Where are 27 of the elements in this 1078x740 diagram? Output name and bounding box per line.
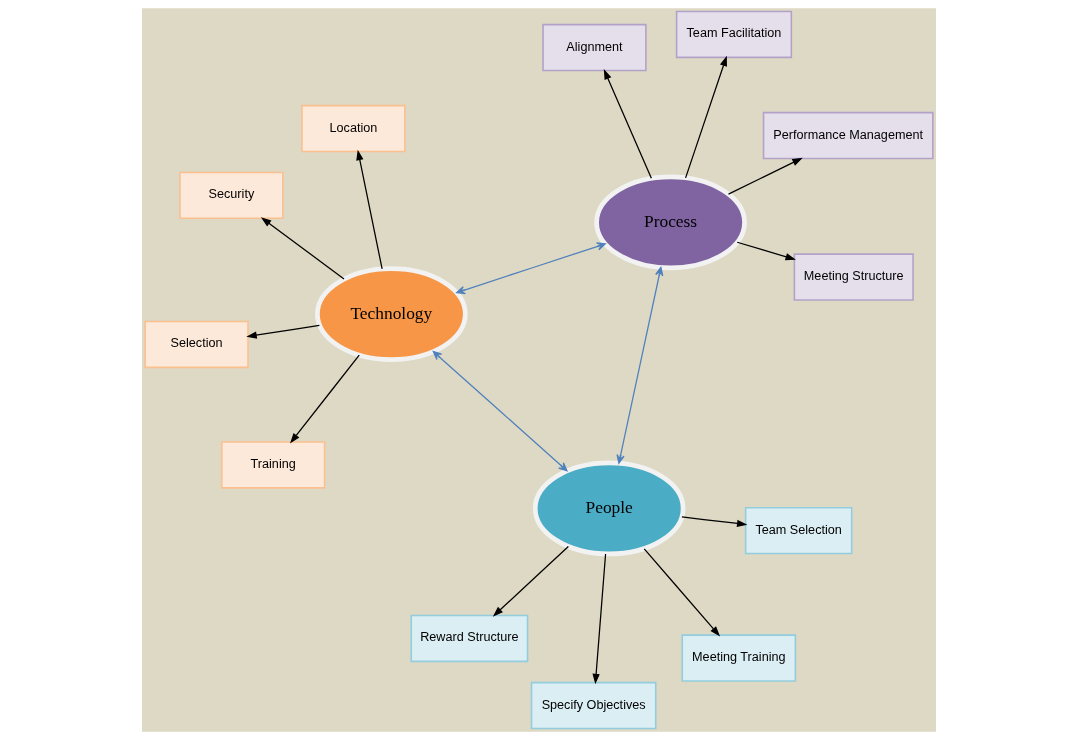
arrow — [260, 217, 345, 280]
node-box: Meeting Training — [681, 634, 797, 682]
arrow — [603, 69, 652, 179]
node-box: Training — [220, 441, 326, 489]
arrow — [356, 149, 383, 270]
arrow — [246, 324, 320, 339]
node-box: Location — [301, 104, 406, 153]
arrow — [432, 350, 568, 472]
node-box: Selection — [144, 320, 249, 369]
node-box: Reward Structure — [410, 614, 529, 663]
node-box: Performance Management — [762, 111, 934, 160]
node-box: Team Facilitation — [675, 10, 793, 59]
arrow — [492, 545, 569, 617]
arrow — [456, 242, 606, 295]
arrow — [681, 516, 748, 528]
arrow — [736, 241, 796, 261]
arrow — [727, 157, 803, 195]
node-box: Specify Objectives — [530, 681, 657, 730]
node-box: Meeting Structure — [793, 253, 914, 301]
node-box: Team Selection — [744, 506, 853, 555]
node-box: Security — [179, 171, 284, 220]
arrow — [592, 553, 607, 685]
arrow — [290, 354, 360, 444]
arrow — [616, 266, 664, 464]
node-box: Alignment — [542, 23, 647, 72]
arrow — [643, 548, 721, 637]
arrow — [684, 55, 727, 179]
